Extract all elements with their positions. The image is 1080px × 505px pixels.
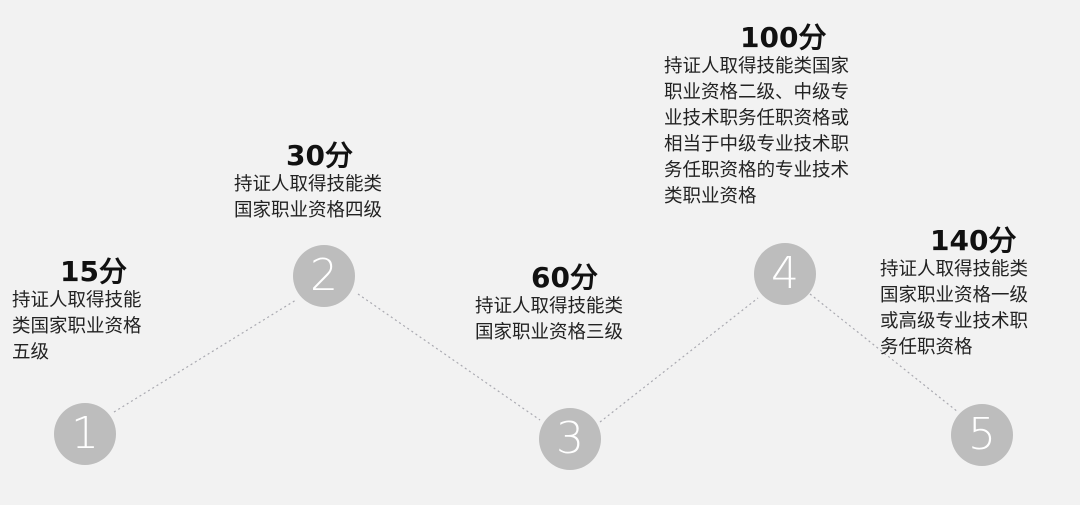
step-1-circle: 1 <box>54 403 116 465</box>
connector-2-3 <box>357 293 541 421</box>
step-5-circle: 5 <box>951 404 1013 466</box>
connector-4-5 <box>809 293 959 413</box>
step-5-description: 持证人取得技能类 国家职业资格一级 或高级专业技术职 务任职资格 <box>880 259 1029 358</box>
step-2-text: 30分 持证人取得技能类 国家职业资格四级 <box>234 140 434 224</box>
connector-3-4 <box>599 297 759 423</box>
step-5-text: 140分 持证人取得技能类 国家职业资格一级 或高级专业技术职 务任职资格 <box>880 225 1075 361</box>
step-3-circle: 3 <box>539 408 601 470</box>
step-4-circle: 4 <box>754 243 816 305</box>
step-1-description: 持证人取得技能 类国家职业资格 五级 <box>12 290 142 363</box>
step-4-description: 持证人取得技能类国家 职业资格二级、中级专 业技术职务任职资格或 相当于中级专业… <box>664 56 850 207</box>
step-4-text: 100分 持证人取得技能类国家 职业资格二级、中级专 业技术职务任职资格或 相当… <box>664 22 904 210</box>
step-4-score: 100分 <box>740 21 827 54</box>
connector-1-2 <box>113 299 297 413</box>
step-3-description: 持证人取得技能类 国家职业资格三级 <box>475 296 624 343</box>
step-3-score: 60分 <box>531 261 598 294</box>
step-2-description: 持证人取得技能类 国家职业资格四级 <box>234 174 383 221</box>
step-2-score: 30分 <box>286 139 353 172</box>
step-5-score: 140分 <box>930 224 1017 257</box>
step-2-circle: 2 <box>293 245 355 307</box>
step-3-text: 60分 持证人取得技能类 国家职业资格三级 <box>475 262 675 346</box>
step-1-score: 15分 <box>60 255 127 288</box>
step-1-text: 15分 持证人取得技能 类国家职业资格 五级 <box>12 256 187 366</box>
